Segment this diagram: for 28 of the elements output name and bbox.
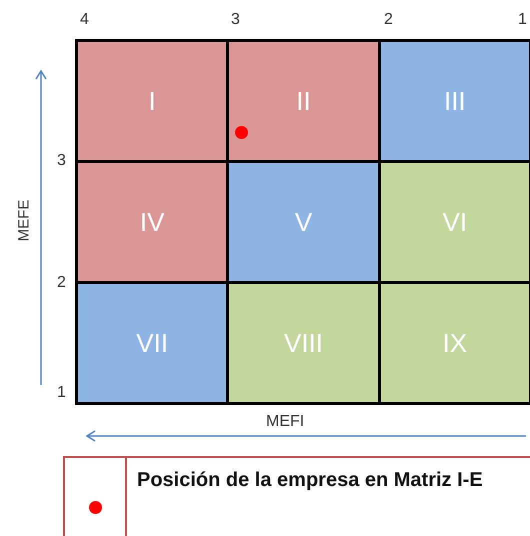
quadrant-numeral: IV <box>140 206 164 238</box>
axis-tick-label: 1 <box>57 385 66 401</box>
axis-tick-label: 2 <box>384 12 393 28</box>
axis-label: MEFI <box>266 414 304 430</box>
quadrant-numeral: II <box>296 86 311 116</box>
matrix-cell <box>380 42 529 160</box>
quadrant-numeral: I <box>148 86 156 116</box>
matrix-cell <box>229 42 378 160</box>
quadrant-numeral: VI <box>442 206 468 238</box>
legend-text: Posición de la empresa en Matriz I-E <box>136 468 484 493</box>
matrix-cell <box>78 163 226 281</box>
axis-tick-label: 3 <box>57 153 66 169</box>
quadrant-numeral: IX <box>442 328 468 358</box>
matrix-cell <box>78 284 226 402</box>
matrix-cell <box>380 163 529 281</box>
axis-tick-label: 4 <box>80 12 89 28</box>
matrix-cell <box>78 42 226 160</box>
quadrant-numeral: III <box>444 86 466 116</box>
quadrant-numeral: V <box>294 206 312 238</box>
matrix-cell <box>229 163 378 281</box>
axis-tick-label: 2 <box>57 275 66 291</box>
quadrant-numeral: VIII <box>284 328 323 358</box>
matrix-cell <box>380 284 529 402</box>
axis-tick-label: 1 <box>518 12 527 28</box>
matrix-cell <box>229 284 378 402</box>
axis-tick-label: 3 <box>231 12 240 28</box>
axis-label: MEFE <box>16 200 32 242</box>
quadrant-numeral: VII <box>136 328 168 358</box>
